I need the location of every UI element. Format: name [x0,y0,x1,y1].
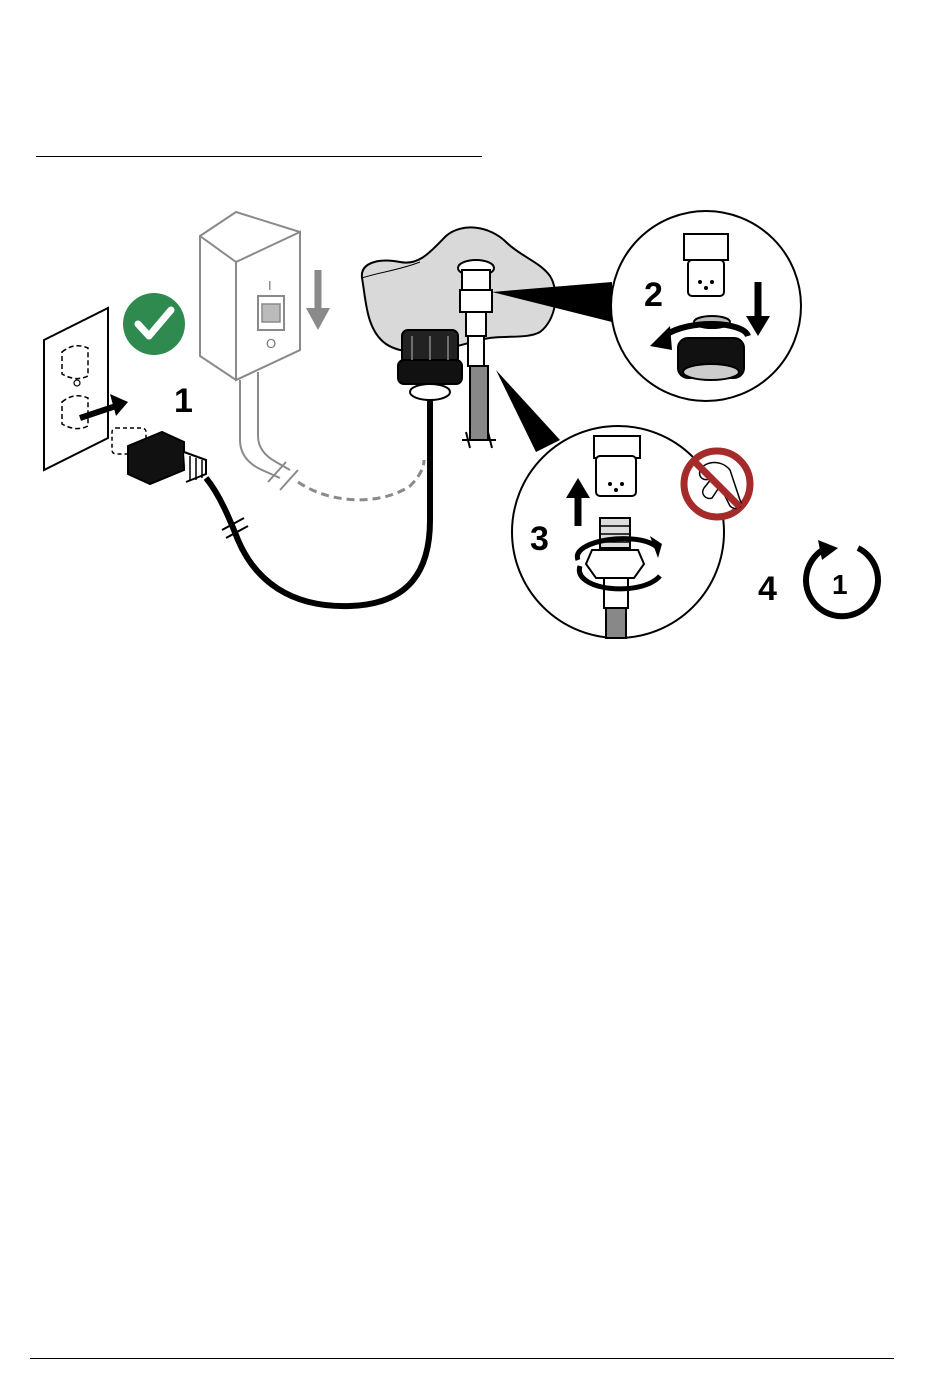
cable-gland [398,330,462,400]
circuit-breaker-box: I O [200,212,300,380]
step-1-label: 1 [174,382,193,420]
wall-outlet [44,308,108,470]
no-tool-icon [684,451,750,517]
detail-circle-2 [611,211,801,401]
section-divider-bottom [30,1358,894,1359]
step-3-label: 3 [530,520,549,558]
timer-value: 1 [832,569,848,600]
timer-refresh-icon: 1 [806,540,878,616]
check-circle-icon [123,293,185,355]
power-plug [128,432,206,484]
switch-off-label: O [266,336,276,351]
sensor-cable [462,366,496,448]
switch-off-arrow [306,270,330,330]
detail-beam-3 [496,370,560,452]
step-4-label: 4 [758,570,777,608]
switch-on-label: I [268,278,272,293]
installation-illustration: 1 I O [0,0,950,680]
hardwire-conduit [240,372,424,500]
step-2-label: 2 [644,276,663,314]
sensor-connector [458,260,494,366]
